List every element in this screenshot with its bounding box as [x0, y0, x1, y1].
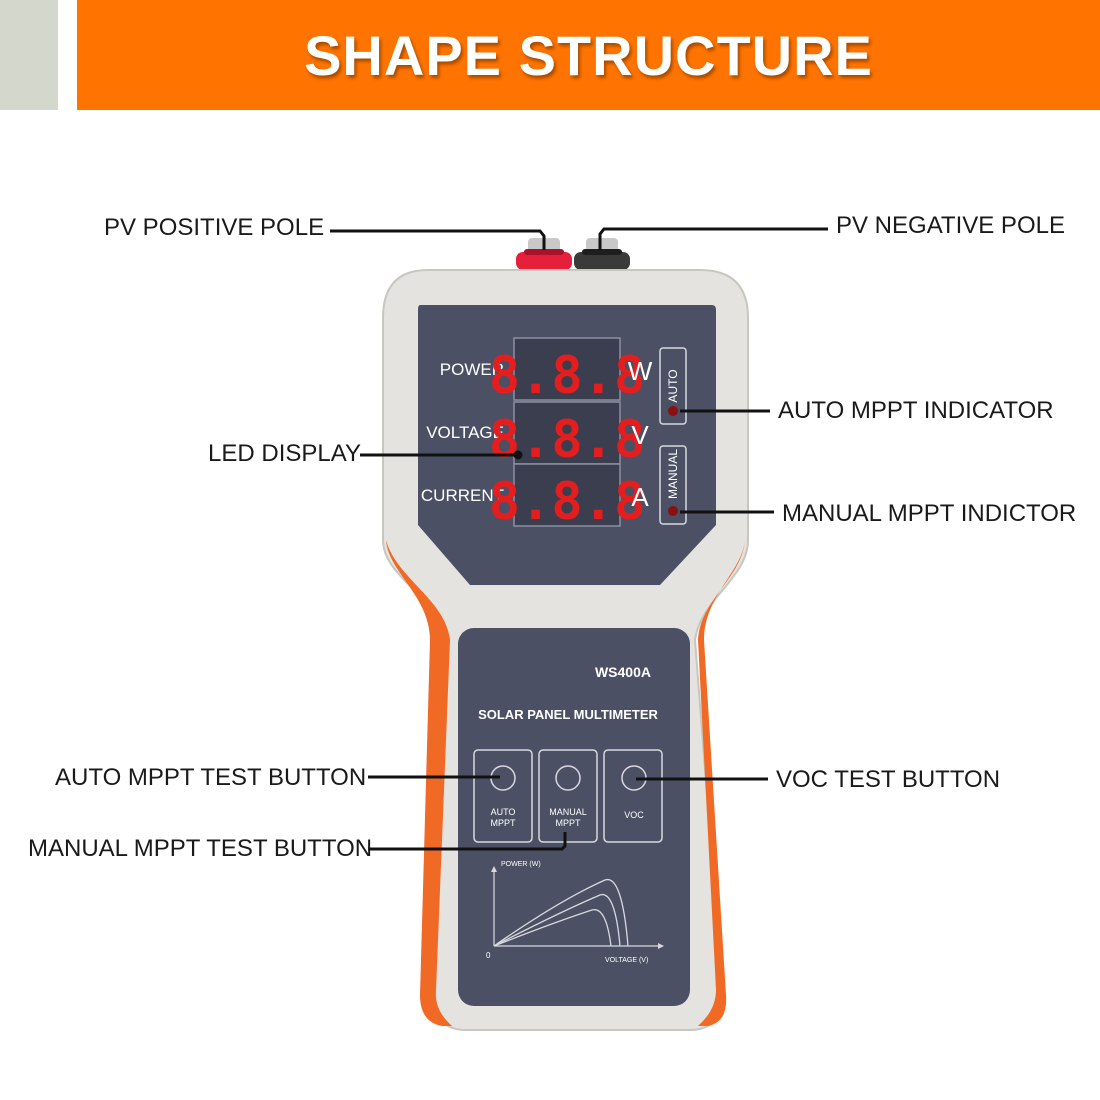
- button-label-line1: VOC: [624, 810, 644, 820]
- manual-mppt-button[interactable]: MANUAL MPPT: [538, 749, 598, 843]
- led-digits: 8.8.8: [489, 346, 646, 406]
- led-digits: 8.8.8: [489, 410, 646, 470]
- plot-y-label: POWER (W): [501, 861, 541, 868]
- product-name: SOLAR PANEL MULTIMETER: [478, 707, 658, 722]
- button-label-line2: MPPT: [555, 818, 581, 828]
- unit-label: A: [631, 482, 649, 512]
- unit-label: W: [628, 356, 653, 386]
- pv-positive-terminal: [516, 238, 572, 270]
- led-digits: 8.8.8: [489, 472, 646, 532]
- title-banner: SHAPE STRUCTURE: [77, 0, 1100, 110]
- plot-origin: 0: [486, 951, 491, 960]
- label-led-display: LED DISPLAY: [208, 440, 361, 467]
- callout-lines: [330, 227, 828, 851]
- page-title: SHAPE STRUCTURE: [304, 23, 873, 87]
- plot-x-label: VOLTAGE (V): [605, 957, 648, 964]
- mppt-curve-plot: POWER (W) VOLTAGE (V) 0: [486, 861, 664, 964]
- unit-label: V: [631, 420, 649, 450]
- control-panel: [458, 628, 690, 1006]
- corner-block: [0, 0, 58, 110]
- manual-tag-label: MANUAL: [666, 449, 680, 499]
- pv-negative-terminal: [574, 238, 630, 270]
- button-label-line2: MPPT: [490, 818, 516, 828]
- label-voc-test-button: VOC TEST BUTTON: [776, 766, 1001, 793]
- button-label-line1: MANUAL: [549, 807, 587, 817]
- readout-current: CURRENT 8.8.8 A: [421, 463, 649, 532]
- model-label: WS400A: [595, 664, 651, 680]
- readout-voltage: VOLTAGE 8.8.8 V: [426, 401, 649, 470]
- right-grip: [698, 540, 745, 1026]
- label-manual-mppt-test-button: MANUAL MPPT TEST BUTTON: [28, 835, 373, 862]
- label-auto-mppt-test-button: AUTO MPPT TEST BUTTON: [55, 764, 367, 791]
- manual-indicator-tag: MANUAL: [659, 445, 687, 525]
- readout-power: POWER 8.8.8 W: [440, 337, 653, 406]
- label-manual-mppt-indicator: MANUAL MPPT INDICTOR: [782, 500, 1077, 527]
- label-auto-mppt-indicator: AUTO MPPT INDICATOR: [778, 397, 1054, 424]
- readout-label: CURRENT: [421, 486, 504, 505]
- label-pv-negative-pole: PV NEGATIVE POLE: [836, 212, 1065, 239]
- left-grip: [386, 540, 452, 1026]
- auto-led: [668, 406, 678, 416]
- readout-label: POWER: [440, 360, 504, 379]
- manual-led: [668, 506, 678, 516]
- readout-label: VOLTAGE: [426, 423, 504, 442]
- label-pv-positive-pole: PV POSITIVE POLE: [104, 214, 325, 241]
- auto-indicator-tag: AUTO: [659, 347, 687, 425]
- button-label-line1: AUTO: [491, 807, 516, 817]
- auto-tag-label: AUTO: [666, 369, 680, 402]
